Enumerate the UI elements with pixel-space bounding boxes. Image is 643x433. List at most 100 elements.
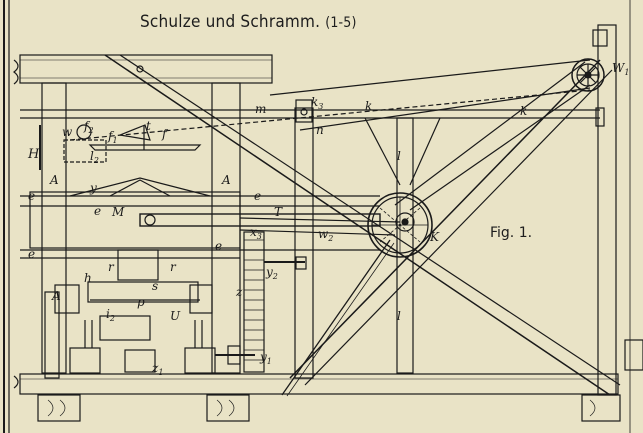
rod-link [239, 229, 396, 236]
break-mark [13, 375, 19, 389]
slanted-rod [286, 242, 395, 397]
upper-block-r [117, 249, 159, 281]
label-z1: z1 [151, 361, 163, 377]
cam-f2 [63, 139, 107, 163]
diagonal-strut [289, 59, 601, 379]
carriage-frame [29, 191, 241, 249]
belt-dashed [69, 89, 591, 141]
label-n: n [316, 123, 324, 137]
base-beam [19, 373, 619, 395]
label-y: y [89, 181, 97, 195]
support-strut [409, 117, 441, 186]
belt-to-k [394, 61, 586, 206]
base-foot [37, 394, 81, 422]
wood-grain [589, 399, 596, 417]
lever-f [88, 144, 202, 151]
label-k-wheel: K [429, 230, 440, 244]
figure-title: Schulze und Schramm. (1-5) [140, 12, 357, 32]
title-text: Schulze und Schramm. [140, 12, 321, 32]
figure-label: Fig. 1. [490, 225, 533, 241]
label-y1: y1 [259, 350, 272, 366]
label-h-small: h [84, 271, 92, 285]
label-t: t [146, 119, 151, 133]
label-e: e [94, 204, 101, 218]
connecting-rod [139, 213, 381, 227]
v-hanger-inner [109, 179, 171, 197]
label-p: p [137, 295, 145, 309]
wood-grain [216, 399, 235, 417]
block-k3 [295, 99, 313, 123]
belt-line [269, 59, 591, 96]
bolt-pair [194, 320, 203, 348]
slanted-rod [281, 239, 391, 396]
belt-to-k [409, 84, 591, 211]
top-beam [19, 54, 273, 84]
crank-wheel-k [367, 192, 433, 258]
label-r: r [170, 260, 177, 274]
label-e: e [254, 189, 261, 203]
slot-post [294, 107, 314, 379]
wood-grain [47, 399, 66, 417]
label-e: e [28, 189, 35, 203]
pulley-spoke [579, 66, 597, 84]
bracket [595, 107, 605, 127]
label-e: e [215, 239, 222, 253]
label-l: l [397, 309, 401, 323]
label-u: U [170, 309, 181, 323]
label-r: r [108, 260, 115, 274]
diagonal-strut [104, 54, 611, 396]
label-i2: i2 [106, 307, 115, 323]
collar [227, 345, 241, 365]
crank-wheel-center [401, 218, 409, 226]
diagonal-strut [304, 69, 613, 386]
label-f2: f2 [83, 119, 94, 135]
label-s: s [152, 279, 158, 293]
pivot-n [300, 108, 308, 116]
label-f1: f1 [107, 129, 118, 145]
right-fragment [624, 339, 643, 371]
side-block-u [189, 284, 213, 314]
title-range: (1-5) [325, 15, 357, 31]
label-z: z [235, 285, 243, 299]
collar [295, 256, 307, 270]
label-x3: x3 [250, 225, 262, 241]
side-block [54, 284, 80, 314]
label-t-upper: T [274, 205, 283, 219]
post-a-lower [44, 291, 60, 379]
label-m-upper: M [111, 205, 125, 219]
label-l2: l2 [90, 149, 99, 165]
label-f: f [161, 127, 169, 141]
gear-z1 [124, 349, 156, 373]
label-m: m [255, 102, 266, 116]
label-k3: k3 [311, 95, 323, 111]
rack-teeth [244, 239, 264, 361]
label-w2: w2 [318, 227, 333, 243]
spindle-housing [87, 281, 199, 303]
label-y2: y2 [265, 265, 278, 281]
rack-column [243, 231, 265, 373]
label-a: A [51, 289, 61, 303]
pulley-w1 [571, 58, 605, 92]
left-post [41, 82, 67, 374]
base-foot [206, 394, 250, 422]
label-h: H [27, 147, 40, 162]
support-strut [364, 117, 401, 186]
label-k: k [365, 99, 372, 113]
belt-line [299, 87, 591, 131]
label-w: w [62, 125, 73, 139]
bracket [592, 29, 608, 47]
label-w1: W1 [612, 61, 629, 77]
crank-spokes [379, 207, 421, 243]
lower-block-p [99, 315, 151, 341]
label-e: e [28, 247, 35, 261]
bolt [136, 65, 144, 73]
break-mark [13, 59, 19, 85]
pivot-f2 [76, 124, 92, 140]
bolt-pair [84, 320, 93, 348]
base-foot [581, 394, 621, 422]
label-k: k [520, 104, 527, 118]
label-a: A [221, 173, 231, 187]
foot-block [184, 347, 216, 374]
